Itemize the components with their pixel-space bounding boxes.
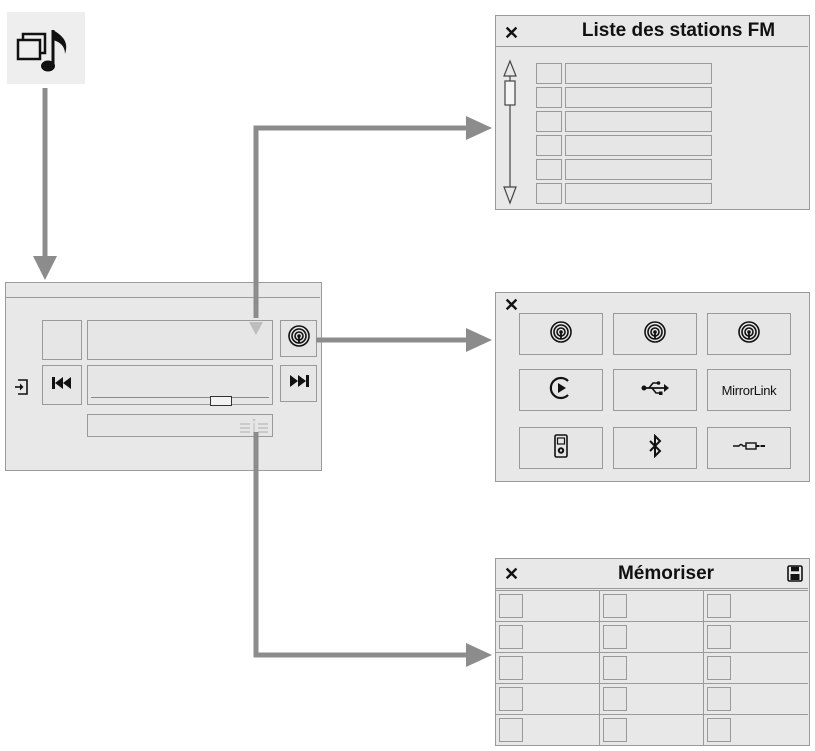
source-ipod-button[interactable] — [519, 427, 603, 469]
usb-icon — [640, 380, 670, 401]
source-radio-button-2[interactable] — [613, 313, 697, 355]
radio-source-button[interactable] — [280, 320, 317, 357]
presets-toggle-icon[interactable] — [238, 417, 270, 435]
fm-station-logo-cell — [536, 111, 562, 132]
preset-slot[interactable] — [496, 683, 600, 714]
preset-slot[interactable] — [496, 590, 600, 621]
fm-station-row[interactable] — [536, 135, 712, 156]
preset-slot[interactable] — [704, 683, 808, 714]
main-screen-header-divider — [6, 297, 320, 298]
preset-slot[interactable] — [496, 652, 600, 683]
station-logo-box — [42, 320, 82, 360]
preset-logo-cell — [707, 594, 731, 618]
preset-slot[interactable] — [600, 714, 704, 745]
preset-slot[interactable] — [704, 714, 808, 745]
preset-slot[interactable] — [600, 683, 704, 714]
preset-logo-cell — [707, 687, 731, 711]
exit-icon[interactable] — [12, 377, 32, 397]
preset-slot[interactable] — [496, 621, 600, 652]
preset-logo-cell — [603, 594, 627, 618]
preset-slot[interactable] — [704, 590, 808, 621]
radio-main-screen — [5, 282, 322, 471]
preset-logo-cell — [707, 656, 731, 680]
aux-jack-icon — [732, 439, 766, 457]
bluetooth-icon — [648, 433, 662, 463]
station-name-box[interactable] — [87, 320, 273, 360]
radio-icon — [549, 320, 573, 349]
previous-button[interactable] — [42, 365, 82, 405]
preset-logo-cell — [499, 625, 523, 649]
source-bluetooth-button[interactable] — [613, 427, 697, 469]
fm-station-list-panel: ✕ Liste des stations FM — [495, 15, 810, 210]
fm-station-row[interactable] — [536, 87, 712, 108]
source-selection-panel: ✕ MirrorLink — [495, 292, 810, 482]
frequency-slider-handle[interactable] — [210, 396, 232, 406]
preset-slot[interactable] — [496, 714, 600, 745]
fm-station-row[interactable] — [536, 63, 712, 84]
fm-station-name-cell[interactable] — [565, 87, 712, 108]
radio-icon — [287, 324, 311, 353]
fm-list-title: Liste des stations FM — [581, 20, 776, 41]
fm-station-name-cell[interactable] — [565, 111, 712, 132]
frequency-slider-track[interactable] — [91, 397, 269, 398]
arrow-icon-to-main-screen — [33, 88, 57, 280]
radio-icon — [737, 320, 761, 349]
streaming-play-icon — [549, 376, 573, 405]
fm-station-logo-cell — [536, 135, 562, 156]
fm-station-row[interactable] — [536, 159, 712, 180]
close-icon[interactable]: ✕ — [504, 564, 520, 584]
frequency-box[interactable] — [87, 365, 273, 405]
preset-logo-cell — [603, 625, 627, 649]
fm-station-name-cell[interactable] — [565, 183, 712, 204]
radio-icon — [643, 320, 667, 349]
fm-list-scrollbar[interactable] — [502, 59, 518, 205]
mirrorlink-logo: MirrorLink — [721, 382, 777, 398]
close-icon[interactable]: ✕ — [504, 295, 520, 315]
preset-logo-cell — [707, 625, 731, 649]
source-radio-button-1[interactable] — [519, 313, 603, 355]
preset-slot[interactable] — [600, 621, 704, 652]
skip-next-icon — [288, 374, 310, 393]
source-usb-button[interactable] — [613, 369, 697, 411]
fm-station-logo-cell — [536, 183, 562, 204]
memoriser-header-divider — [496, 588, 808, 589]
memoriser-panel: ✕ Mémoriser — [495, 558, 810, 746]
preset-logo-cell — [499, 718, 523, 742]
preset-slot[interactable] — [600, 590, 704, 621]
memoriser-title: Mémoriser — [617, 563, 715, 584]
preset-logo-cell — [499, 687, 523, 711]
arrow-to-sources — [316, 328, 492, 352]
source-aux-button[interactable] — [707, 427, 791, 469]
next-button[interactable] — [280, 365, 317, 402]
fm-station-row[interactable] — [536, 183, 712, 204]
preset-slot[interactable] — [600, 652, 704, 683]
preset-logo-cell — [603, 718, 627, 742]
fm-station-name-cell[interactable] — [565, 63, 712, 84]
save-icon[interactable] — [787, 565, 803, 582]
preset-slot[interactable] — [704, 652, 808, 683]
fm-station-name-cell[interactable] — [565, 159, 712, 180]
close-icon[interactable]: ✕ — [504, 23, 520, 43]
source-mirrorlink-button[interactable]: MirrorLink — [707, 369, 791, 411]
fm-station-logo-cell — [536, 63, 562, 84]
source-streaming-button[interactable] — [519, 369, 603, 411]
preset-logo-cell — [499, 594, 523, 618]
fm-station-name-cell[interactable] — [565, 135, 712, 156]
fm-station-logo-cell — [536, 159, 562, 180]
preset-logo-cell — [499, 656, 523, 680]
source-radio-button-3[interactable] — [707, 313, 791, 355]
presets-bar[interactable] — [87, 414, 273, 437]
fm-list-header-divider — [496, 46, 808, 47]
preset-logo-cell — [603, 687, 627, 711]
preset-logo-cell — [707, 718, 731, 742]
ipod-icon — [554, 433, 568, 463]
skip-previous-icon — [51, 376, 73, 395]
preset-slot[interactable] — [704, 621, 808, 652]
fm-station-logo-cell — [536, 87, 562, 108]
preset-logo-cell — [603, 656, 627, 680]
fm-station-row[interactable] — [536, 111, 712, 132]
media-menu-icon[interactable] — [7, 12, 85, 84]
